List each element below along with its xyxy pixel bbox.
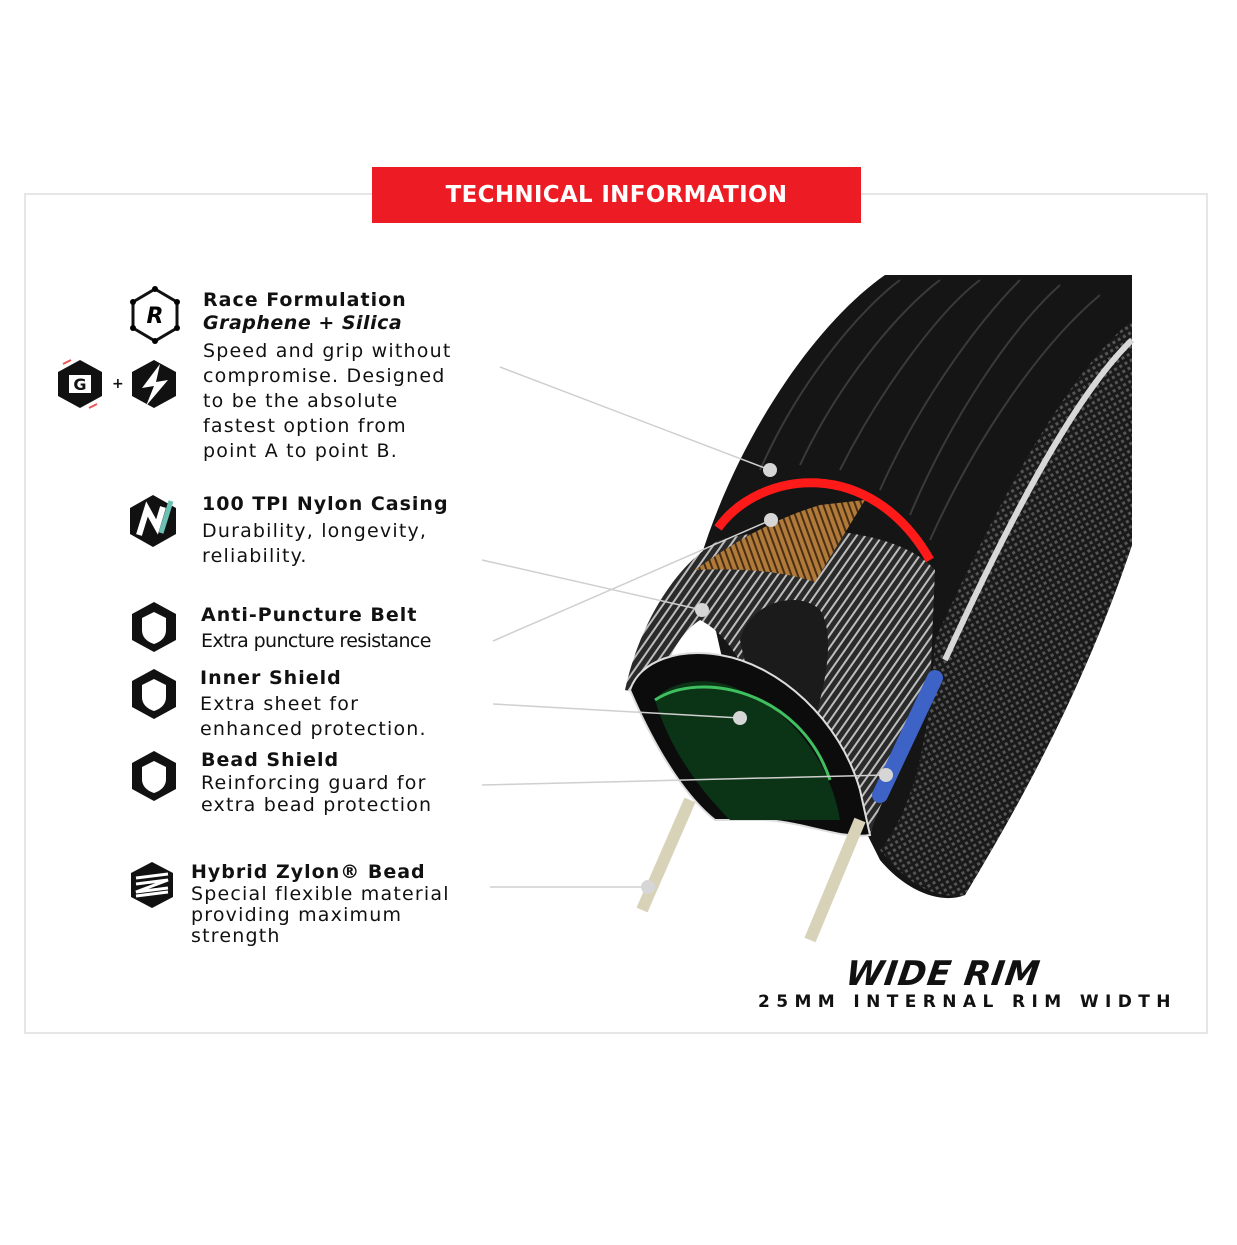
wide-rim-headline: WIDE RIM <box>843 954 1043 994</box>
feature-description: Special flexible material providing maxi… <box>191 883 450 947</box>
feature-nylon-casing: 100 TPI Nylon Casing Durability, longevi… <box>202 493 449 569</box>
feature-description: Reinforcing guard for extra bead protect… <box>201 772 433 816</box>
graphene-icon: G <box>58 359 102 409</box>
feature-description: Speed and grip without compromise. Desig… <box>203 340 452 462</box>
feature-title: 100 TPI Nylon Casing <box>202 493 449 515</box>
bead-rod-right <box>804 817 866 943</box>
plus-sign: + <box>112 376 124 392</box>
feature-anti-puncture-belt: Anti-Puncture Belt Extra puncture resist… <box>201 604 431 654</box>
silica-icon <box>132 360 176 408</box>
shield-icon <box>132 602 176 652</box>
callout-dots <box>641 463 893 894</box>
feature-description: Extra sheet for enhanced protection. <box>200 693 427 740</box>
sidewall-stripe <box>942 337 1135 662</box>
feature-description: Extra puncture resistance <box>201 630 431 652</box>
rim-width-subline: 25MM INTERNAL RIM WIDTH <box>758 992 1177 1012</box>
race-formulation-icon: R <box>130 286 180 344</box>
anti-puncture-belt <box>695 500 865 582</box>
tire-sidewall <box>880 320 1132 896</box>
shield-icon <box>132 669 176 719</box>
feature-title: Inner Shield <box>200 667 342 689</box>
feature-zylon-bead: Hybrid Zylon® Bead Special flexible mate… <box>191 861 450 947</box>
zylon-bead-icon <box>131 862 173 908</box>
feature-subtitle: Graphene + Silica <box>203 312 403 334</box>
feature-title: Hybrid Zylon® Bead <box>191 861 426 883</box>
feature-race-formulation: Race Formulation Graphene + Silica Speed… <box>203 289 451 464</box>
leader-lines <box>481 366 887 888</box>
feature-title: Anti-Puncture Belt <box>201 604 418 626</box>
technical-information-banner: TECHNICAL INFORMATION <box>372 167 861 223</box>
feature-title: Race Formulation <box>203 289 407 311</box>
svg-text:R: R <box>147 304 164 329</box>
tread-compound-band <box>714 478 934 563</box>
feature-inner-shield: Inner Shield Extra sheet for enhanced pr… <box>200 667 427 742</box>
feature-bead-shield: Bead Shield Reinforcing guard for extra … <box>201 749 432 816</box>
feature-title: Bead Shield <box>201 749 340 771</box>
shield-icon <box>132 751 176 801</box>
svg-text:G: G <box>73 375 86 394</box>
feature-description: Durability, longevity, reliability. <box>202 520 428 567</box>
nylon-casing-icon <box>130 495 176 547</box>
